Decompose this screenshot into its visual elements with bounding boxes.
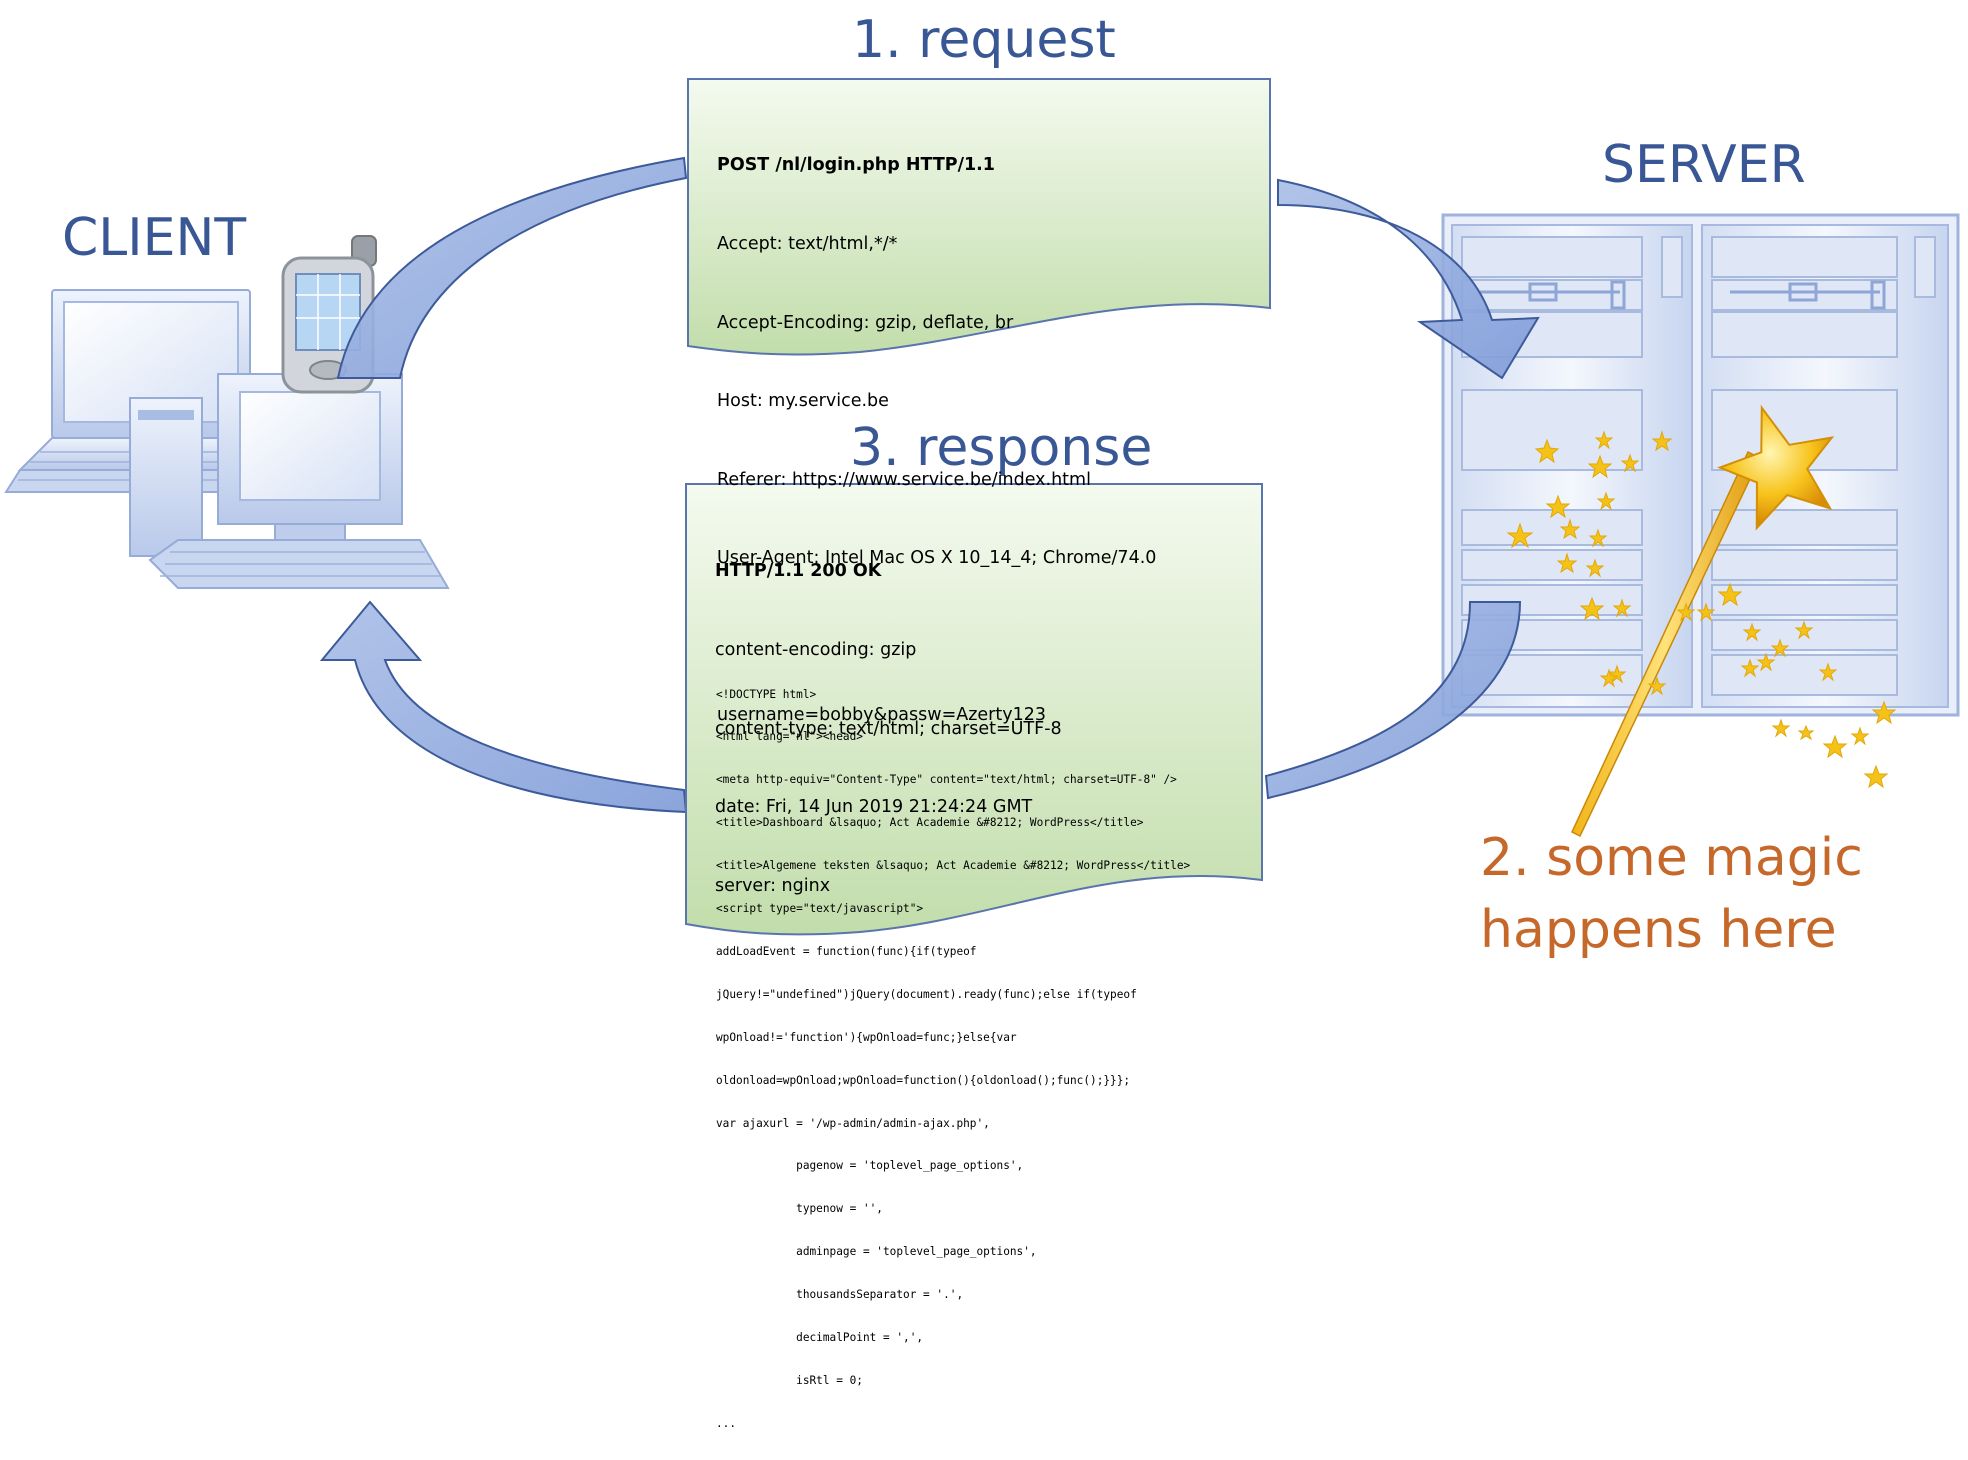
code-line: <script type="text/javascript">	[716, 902, 924, 916]
response-headers-text: HTTP/1.1 200 OK content-encoding: gzip c…	[715, 506, 1062, 951]
response-header-line: content-type: text/html; charset=UTF-8	[715, 718, 1062, 739]
response-header-line: server: nginx	[715, 875, 831, 896]
code-line: <meta http-equiv="Content-Type" content=…	[716, 773, 1177, 787]
http-request-response-diagram: 1. request 3. response CLIENT SERVER 2. …	[4, 10, 1960, 1430]
code-line: <title>Algemene teksten &lsaquo; Act Aca…	[716, 859, 1191, 873]
code-line: pagenow = 'toplevel_page_options',	[716, 1159, 1024, 1173]
response-html-code: <!DOCTYPE html> <html lang="nl"><head> <…	[716, 659, 1190, 1460]
request-header-line: Referer: https://www.service.be/index.ht…	[717, 469, 1091, 490]
response-document	[685, 483, 1263, 936]
code-line: wpOnload!='function'){wpOnload=func;}els…	[716, 1030, 1017, 1044]
response-first-line: HTTP/1.1 200 OK	[715, 561, 882, 582]
request-header-line: Accept: text/html,*/*	[717, 234, 898, 255]
response-header-line: date: Fri, 14 Jun 2019 21:24:24 GMT	[715, 797, 1033, 818]
server-label: SERVER	[1602, 135, 1806, 195]
code-line: addLoadEvent = function(func){if(typeof	[716, 944, 977, 958]
code-line: adminpage = 'toplevel_page_options',	[716, 1245, 1037, 1259]
code-line: decimalPoint = ',',	[716, 1330, 924, 1344]
client-computers-icon	[4, 235, 450, 589]
request-text: POST /nl/login.php HTTP/1.1 Accept: text…	[717, 100, 1156, 781]
diagram-graphics	[4, 78, 1960, 936]
magic-label-line2: happens here	[1480, 900, 1837, 960]
response-arrow-left	[319, 600, 688, 814]
code-line: var ajaxurl = '/wp-admin/admin-ajax.php'…	[716, 1116, 990, 1130]
server-rack-icon	[1441, 213, 1960, 717]
sparkle-stars	[1506, 430, 1897, 789]
request-first-line: POST /nl/login.php HTTP/1.1	[717, 155, 995, 176]
code-line: <!DOCTYPE html>	[716, 687, 817, 701]
request-header-line: Accept-Encoding: gzip, deflate, br	[717, 312, 1014, 333]
request-header-line: Host: my.service.be	[717, 391, 889, 412]
request-body-line: username=bobby&passw=Azerty123	[717, 705, 1046, 726]
response-label: 3. response	[850, 418, 1153, 478]
request-document	[687, 78, 1271, 356]
response-header-line: content-encoding: gzip	[715, 640, 917, 661]
response-arrow-right	[1264, 601, 1522, 800]
magic-wand-icon	[1571, 404, 1835, 838]
code-line: isRtl = 0;	[716, 1373, 863, 1387]
code-line: <title>Dashboard &lsaquo; Act Academie &…	[716, 816, 1144, 830]
request-arrow-right	[1277, 178, 1540, 380]
code-line: ...	[716, 1416, 737, 1430]
request-arrow-left	[336, 156, 688, 379]
request-header-line: User-Agent: Intel Mac OS X 10_14_4; Chro…	[717, 548, 1157, 569]
code-line: <html lang="nl"><head>	[716, 730, 863, 744]
code-line: thousandsSeparator = '.',	[716, 1288, 964, 1302]
code-line: jQuery!="undefined")jQuery(document).rea…	[716, 987, 1137, 1001]
code-line: typenow = '',	[716, 1202, 883, 1216]
magic-label-line1: 2. some magic	[1480, 828, 1863, 888]
request-label: 1. request	[852, 10, 1116, 70]
code-line: oldonload=wpOnload;wpOnload=function(){o…	[716, 1073, 1131, 1087]
client-label: CLIENT	[62, 208, 247, 268]
